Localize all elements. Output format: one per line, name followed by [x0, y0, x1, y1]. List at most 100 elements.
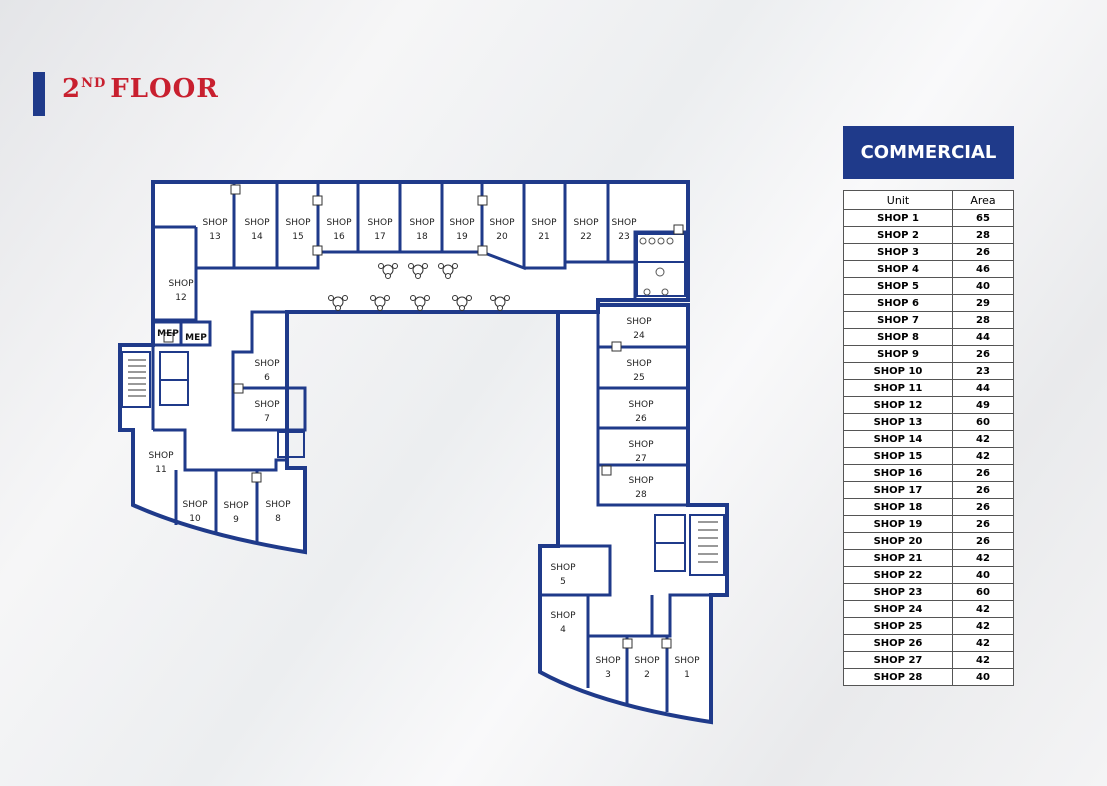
title-suffix: ND: [81, 76, 107, 91]
unit-cell: SHOP 9: [843, 345, 953, 363]
shop-25-number: 25: [633, 373, 644, 383]
area-cell: 60: [952, 413, 1014, 431]
area-cell: 26: [952, 498, 1014, 516]
unit-cell: SHOP 19: [843, 515, 953, 533]
shop-28-label: SHOP: [629, 476, 655, 486]
shop-15-number: 15: [292, 232, 303, 242]
unit-cell: SHOP 24: [843, 600, 953, 618]
shop-23-label: SHOP: [612, 218, 638, 228]
shop-26-number: 26: [635, 414, 647, 424]
unit-cell: SHOP 27: [843, 651, 953, 669]
shop-5-number: 5: [560, 577, 566, 587]
title-number: 2: [62, 74, 82, 104]
shop-25-label: SHOP: [627, 359, 653, 369]
shop-19-number: 19: [456, 232, 468, 242]
area-cell: 44: [952, 379, 1014, 397]
unit-cell: SHOP 20: [843, 532, 953, 550]
shop-15-label: SHOP: [286, 218, 312, 228]
shop-14-label: SHOP: [245, 218, 271, 228]
mep-label-2: MEP: [185, 333, 207, 343]
shop-1-label: SHOP: [675, 656, 701, 666]
shop-27-label: SHOP: [629, 440, 655, 450]
shop-26-label: SHOP: [629, 400, 655, 410]
unit-cell: SHOP 6: [843, 294, 953, 312]
unit-cell: SHOP 12: [843, 396, 953, 414]
shop-19-label: SHOP: [450, 218, 476, 228]
unit-cell: SHOP 5: [843, 277, 953, 295]
unit-cell: SHOP 26: [843, 634, 953, 652]
commercial-header: COMMERCIAL: [843, 126, 1014, 179]
shop-11-label: SHOP: [149, 451, 175, 461]
shop-9-label: SHOP: [224, 501, 250, 511]
shop-10-number: 10: [189, 514, 201, 524]
shop-5-label: SHOP: [551, 563, 577, 573]
shop-18-number: 18: [416, 232, 428, 242]
area-cell: 42: [952, 549, 1014, 567]
shop-6-label: SHOP: [255, 359, 281, 369]
shop-2-label: SHOP: [635, 656, 661, 666]
shop-16-label: SHOP: [327, 218, 353, 228]
unit-cell: SHOP 16: [843, 464, 953, 482]
area-cell: 42: [952, 617, 1014, 635]
shop-4-number: 4: [560, 625, 566, 635]
unit-column-header: Unit: [843, 190, 953, 210]
shop-8-label: SHOP: [266, 500, 292, 510]
unit-cell: SHOP 11: [843, 379, 953, 397]
shop-20-number: 20: [496, 232, 508, 242]
shop-22-number: 22: [580, 232, 591, 242]
unit-cell: SHOP 14: [843, 430, 953, 448]
shop-12-label: SHOP: [169, 279, 195, 289]
area-cell: 46: [952, 260, 1014, 278]
shop-4-label: SHOP: [551, 611, 577, 621]
unit-cell: SHOP 4: [843, 260, 953, 278]
shop-20-label: SHOP: [490, 218, 516, 228]
area-column-header: Area: [952, 190, 1014, 210]
shop-3-label: SHOP: [596, 656, 622, 666]
shop-27-number: 27: [635, 454, 646, 464]
area-cell: 28: [952, 311, 1014, 329]
shop-6-number: 6: [264, 373, 270, 383]
area-cell: 42: [952, 634, 1014, 652]
shop-18-label: SHOP: [410, 218, 436, 228]
shop-10-label: SHOP: [183, 500, 209, 510]
area-cell: 23: [952, 362, 1014, 380]
area-table-header-row: Unit Area: [843, 190, 1014, 210]
unit-cell: SHOP 1: [843, 209, 953, 227]
shop-13-number: 13: [209, 232, 220, 242]
area-cell: 26: [952, 532, 1014, 550]
shop-21-number: 21: [538, 232, 549, 242]
shop-7-number: 7: [264, 414, 270, 424]
area-cell: 49: [952, 396, 1014, 414]
area-cell: 26: [952, 243, 1014, 261]
shop-17-label: SHOP: [368, 218, 394, 228]
shop-8-number: 8: [275, 514, 281, 524]
unit-cell: SHOP 22: [843, 566, 953, 584]
unit-cell: SHOP 7: [843, 311, 953, 329]
mep-label-1: MEP: [157, 329, 179, 339]
shop-22-label: SHOP: [574, 218, 600, 228]
shop-12-number: 12: [175, 293, 186, 303]
unit-cell: SHOP 15: [843, 447, 953, 465]
